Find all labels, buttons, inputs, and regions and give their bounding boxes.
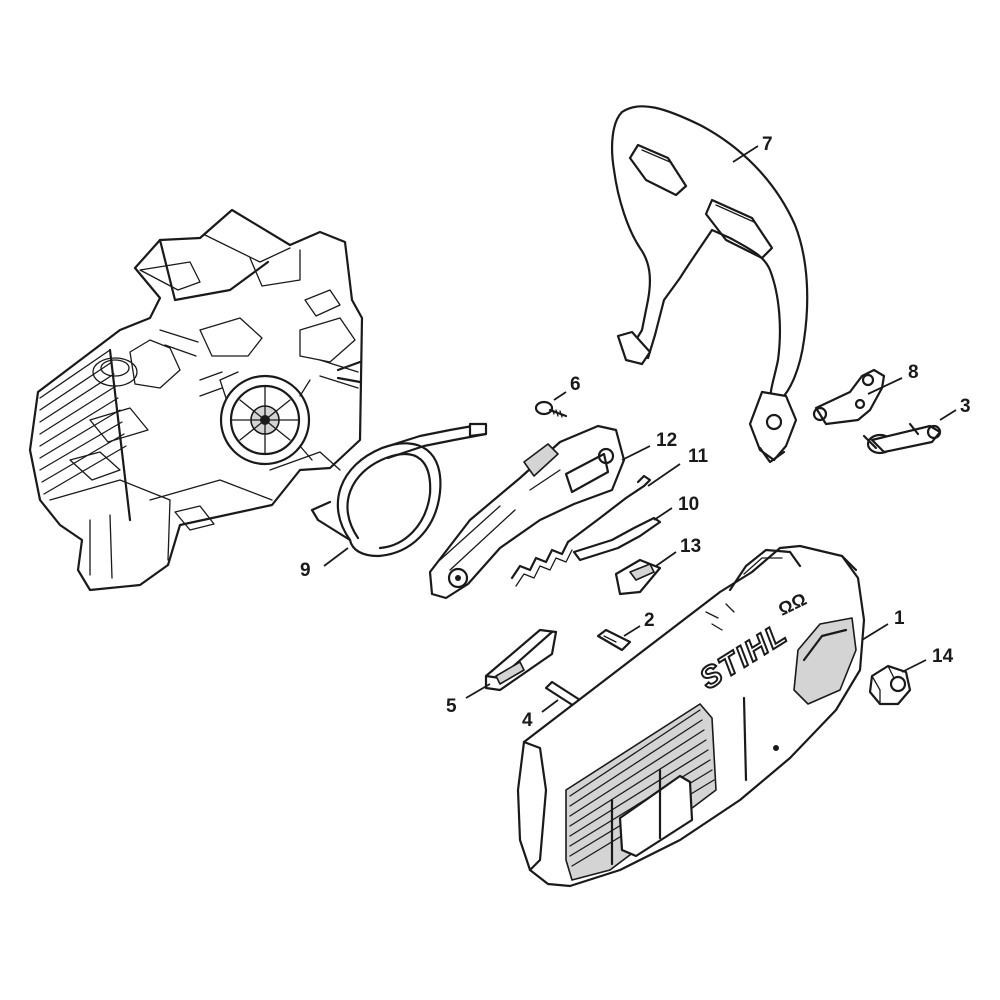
part-link-lever [812, 368, 886, 426]
leader-7 [732, 145, 759, 163]
leader-14 [901, 659, 927, 673]
part-brake-band [310, 422, 488, 558]
leader-2 [623, 625, 641, 637]
leader-12 [621, 445, 651, 461]
callout-12: 12 [656, 430, 677, 451]
leader-lines [323, 145, 957, 713]
part-screw [534, 400, 568, 418]
callout-13: 13 [680, 536, 701, 557]
leader-11 [647, 463, 681, 487]
part-brake-bracket [428, 424, 626, 600]
callout-4: 4 [522, 710, 533, 731]
leader-3 [939, 409, 957, 421]
callout-14: 14 [932, 646, 954, 667]
callout-6: 6 [570, 374, 581, 395]
leader-9 [323, 547, 349, 567]
callout-labels: 7 8 3 6 12 11 10 13 9 2 5 4 1 14 [300, 134, 971, 731]
part-tensioner-slide [484, 628, 558, 692]
callout-5: 5 [446, 696, 457, 717]
part-slide-block [614, 558, 662, 596]
part-flat-spring [572, 516, 662, 562]
leader-10 [653, 507, 673, 521]
part-hand-guard [611, 105, 809, 464]
leader-1 [861, 623, 889, 641]
callout-2: 2 [644, 610, 655, 631]
callout-10: 10 [678, 494, 699, 515]
part-nut [868, 664, 912, 706]
callout-7: 7 [762, 134, 773, 155]
leader-6 [553, 391, 567, 401]
leader-5 [465, 683, 491, 699]
callout-8: 8 [908, 362, 919, 383]
part-pin-2 [596, 628, 632, 652]
callout-1: 1 [894, 608, 905, 629]
callout-3: 3 [960, 396, 971, 417]
leader-4 [541, 699, 559, 713]
part-bell-crank [862, 422, 942, 455]
leader-13 [655, 551, 677, 567]
callout-9: 9 [300, 560, 311, 581]
leader-8 [867, 377, 903, 395]
part-spring [510, 474, 652, 587]
engine-powerhead [28, 208, 364, 592]
callout-11: 11 [688, 446, 709, 467]
part-sprocket-cover [516, 544, 866, 888]
